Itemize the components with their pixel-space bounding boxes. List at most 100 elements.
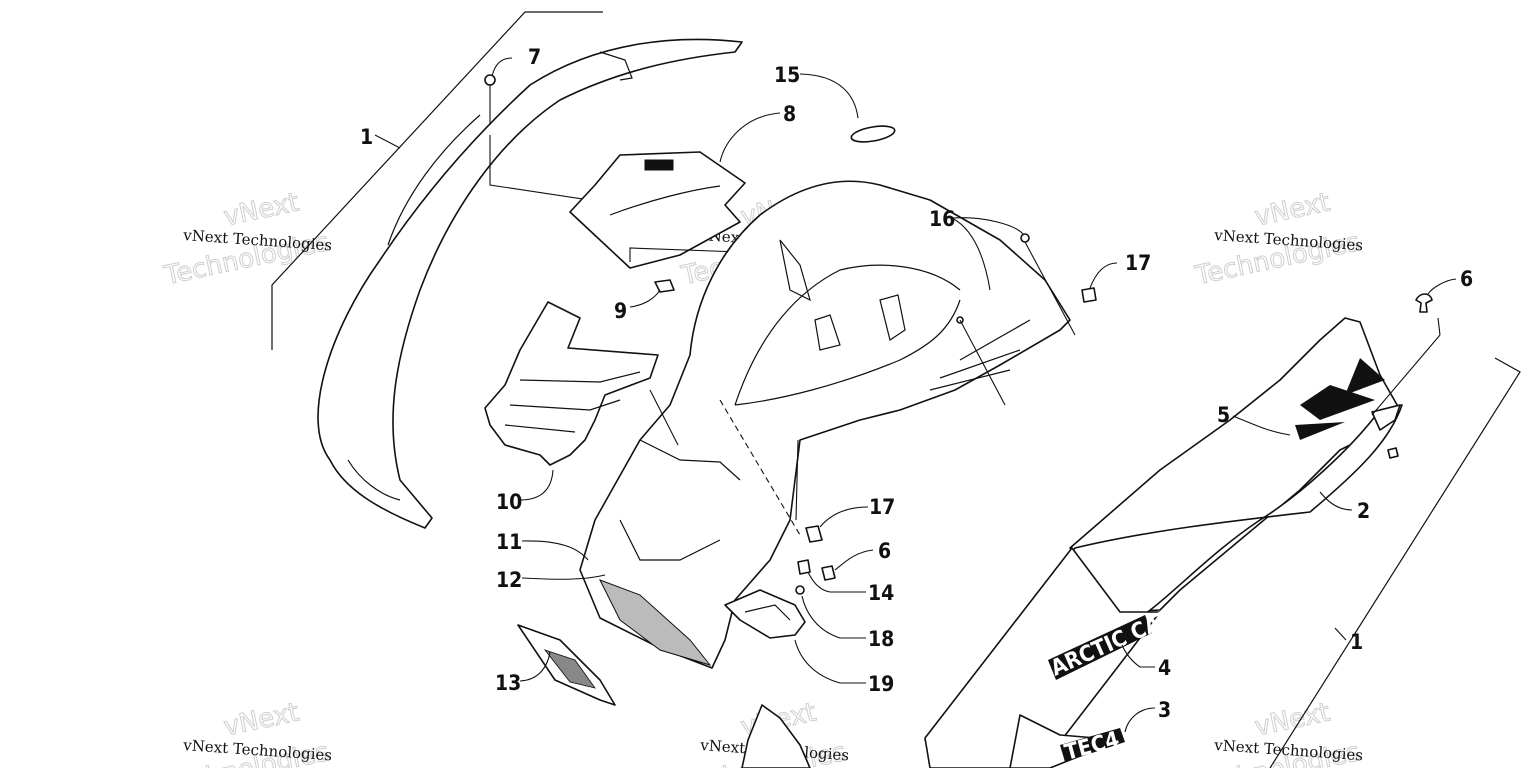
- fastener: [1020, 233, 1030, 243]
- panel-clip: [1371, 404, 1401, 431]
- vent-10: [484, 301, 659, 466]
- hood-vent: [814, 314, 841, 351]
- hood-edge: [619, 519, 721, 561]
- bracket-shape: [724, 589, 806, 639]
- screw-head: [484, 74, 496, 86]
- grille-mesh: [543, 649, 596, 689]
- watermark-outline-text: vNext: [1252, 697, 1333, 742]
- panel-stripe: [1300, 385, 1375, 420]
- fasteners-16: [956, 233, 1076, 406]
- leader-6b: [834, 549, 874, 571]
- hood-vent: [779, 239, 811, 302]
- leader-5: [1232, 415, 1291, 436]
- leader-18: [801, 595, 866, 639]
- push-rivet-6: [1415, 293, 1433, 313]
- callout-2: 2: [1357, 499, 1370, 523]
- assembly-line: [1437, 317, 1441, 336]
- vent-fin: [504, 424, 576, 433]
- callout-5: 5: [1217, 403, 1230, 427]
- grille-13: [517, 624, 616, 706]
- lower-bracket-partial: [741, 704, 811, 768]
- hood-stripe: [939, 349, 1021, 379]
- bracket-line: [1269, 357, 1521, 768]
- leader-4: [1121, 644, 1155, 668]
- leader-16b: [951, 217, 991, 291]
- leader-9: [629, 289, 661, 308]
- hood-opening: [734, 299, 961, 406]
- side-panel-right: TEC4 ARCTIC CAT: [924, 293, 1521, 768]
- panel-edge: [609, 185, 721, 216]
- callout-19: 19: [868, 672, 894, 696]
- panel-edge: [347, 459, 401, 501]
- watermark: Technologies vNext vNext Technologies: [161, 697, 333, 768]
- callout-16: 16: [929, 207, 955, 231]
- side-panel-left: [271, 11, 743, 529]
- vent-fin: [509, 399, 621, 411]
- leader-8: [719, 112, 781, 163]
- callout-1-right: 1: [1350, 630, 1363, 654]
- hood-stripe: [959, 319, 1031, 361]
- watermark-outline-text: vNext: [1252, 187, 1333, 232]
- assembly-line: [959, 319, 1006, 406]
- model-decal-text: TEC4: [1062, 727, 1122, 765]
- callout-1: 1: [360, 125, 373, 149]
- assembly-line: [719, 399, 801, 536]
- watermark: Technologies vNext vNext Technologies: [1192, 187, 1364, 292]
- assembly-line: [649, 389, 679, 446]
- badge-15: [850, 125, 896, 143]
- leader-19: [794, 639, 866, 684]
- bracket-19: [724, 585, 806, 639]
- panel-tab: [599, 51, 633, 81]
- watermark-outline-text: vNext: [221, 697, 302, 742]
- panel-edge: [387, 114, 481, 246]
- callout-14: 14: [868, 581, 894, 605]
- label-plate: [644, 159, 674, 171]
- callout-3: 3: [1158, 698, 1171, 722]
- callout-17: 17: [1125, 251, 1151, 275]
- vent-fin: [519, 371, 641, 383]
- windshield-panel: [569, 151, 746, 269]
- leader-lines: [374, 57, 1457, 733]
- leader-6: [1427, 278, 1457, 295]
- clip-17: [1081, 287, 1097, 303]
- leader-1: [1334, 627, 1347, 641]
- leader-1-left: [374, 134, 401, 149]
- callout-4: 4: [1158, 656, 1171, 680]
- hood-shape: [579, 180, 1071, 669]
- assembly-line: [1371, 334, 1441, 416]
- watermark: Technologies vNext vNext Technologies: [1192, 697, 1364, 768]
- clip-9: [654, 279, 675, 293]
- hood-assembly: [579, 180, 1071, 669]
- watermark: Technologies vNext vNext Technologies: [161, 187, 333, 292]
- leader-3: [1124, 707, 1156, 733]
- callout-10: 10: [496, 490, 522, 514]
- leader-14: [807, 571, 866, 593]
- push-rivet-6: [821, 565, 836, 581]
- leader-11: [521, 540, 589, 561]
- brand-decal-4: [1048, 615, 1152, 680]
- bracket-edge: [744, 604, 791, 621]
- panel-shape: [317, 38, 743, 529]
- model-decal-band: [1060, 728, 1125, 762]
- callout-labels: 1 7 15 8 16 17 6 9 5 2 10 17 11 6 12 14 …: [360, 45, 1473, 722]
- callout-11: 11: [496, 530, 522, 554]
- vent-shape: [484, 301, 659, 466]
- hood-opening: [734, 264, 961, 406]
- mesh-12: [598, 579, 712, 666]
- callout-12: 12: [496, 568, 522, 592]
- retainer-14: [797, 559, 811, 575]
- callout-18: 18: [868, 627, 894, 651]
- panel-clip: [1387, 447, 1399, 459]
- panel-shape: [569, 151, 746, 269]
- panel-stripe: [1295, 422, 1345, 440]
- leader-17: [1089, 262, 1118, 289]
- screw-18: [795, 585, 805, 595]
- hood-vent: [879, 294, 906, 341]
- leader-10: [519, 469, 554, 501]
- callout-13: 13: [495, 671, 521, 695]
- clip-17: [805, 525, 823, 543]
- callout-15: 15: [774, 63, 800, 87]
- leader-17b: [819, 506, 869, 528]
